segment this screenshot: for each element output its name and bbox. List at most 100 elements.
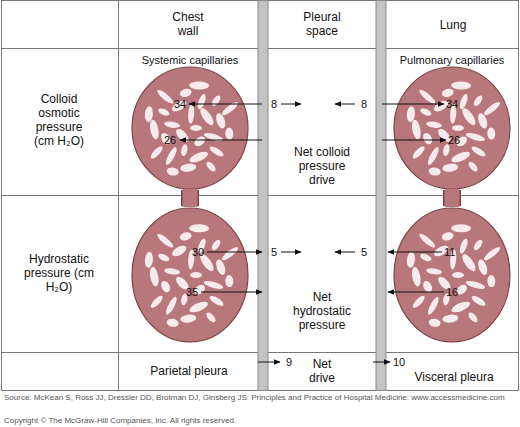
capillary-lumen (452, 125, 464, 131)
capillary-lumen (203, 131, 224, 142)
capillary-lumen (406, 106, 415, 123)
pressure-value: 26 (164, 134, 180, 146)
capillary-lumen (149, 145, 164, 161)
capillary-lumen (188, 299, 210, 314)
capillary-lumen (452, 272, 464, 278)
capillary-lumen (441, 87, 455, 98)
capillary-lumen (189, 224, 209, 232)
capillary-lumen (208, 294, 225, 308)
column-header: Pleural space (294, 10, 350, 38)
capillary-stalk (190, 189, 191, 207)
capillary-lumen (460, 252, 478, 273)
membrane-label: Visceral pleura (390, 370, 518, 384)
net-pressure-label: Net colloid pressure drive (284, 145, 360, 187)
capillary-lumen (193, 134, 207, 148)
capillary-lumen (450, 299, 472, 314)
capillary-lumen (428, 167, 441, 177)
capillary-lumen (190, 125, 202, 131)
capillary-lumen (189, 81, 209, 89)
pressure-value: 16 (446, 286, 462, 298)
capillary-lumen (210, 238, 222, 251)
capillary-lumen (428, 318, 441, 328)
row-header: Hydrostatic pressure (cm H₂O) (10, 252, 108, 294)
pressure-arrow (281, 252, 301, 253)
capillary-lumen (179, 231, 193, 242)
capillary-lumen (210, 94, 222, 107)
copyright-note: Copyright © The McGraw-Hill Companies, I… (4, 416, 516, 426)
capillary-shape (130, 52, 250, 190)
capillary-lumen (470, 294, 487, 308)
capillary-lumen (451, 81, 471, 89)
stalk-lumen (445, 189, 460, 207)
capillary-lumen (465, 279, 486, 290)
capillary-lumen (148, 119, 160, 140)
pressure-arrow (335, 252, 355, 253)
capillary-lumen (467, 311, 479, 324)
capillary-lumen (487, 127, 496, 139)
capillary-heading: Pulmonary capillaries (392, 54, 512, 66)
row-rule (2, 48, 519, 49)
capillary-lumen (225, 127, 234, 139)
pressure-arrow (281, 104, 301, 105)
capillary-lumen (220, 245, 239, 262)
capillary-lumen (214, 258, 227, 276)
capillary-lumen (196, 93, 207, 110)
pleura-membrane (376, 1, 386, 391)
capillary-lumen (470, 145, 487, 159)
column-rule (118, 1, 119, 391)
membrane-label: Parietal pleura (124, 364, 254, 378)
capillary-lumen (166, 167, 179, 177)
pressure-value: 11 (444, 246, 460, 258)
row-rule (2, 195, 519, 196)
capillary-lumen (180, 163, 197, 173)
capillary-lumen (188, 104, 195, 124)
capillary-lumen (156, 232, 175, 249)
net-drive-arrow (373, 362, 390, 363)
capillary-wall (132, 67, 248, 189)
capillary-shape (392, 206, 512, 344)
capillary-lumen (411, 294, 426, 310)
capillary-lumen (157, 107, 170, 117)
capillary-lumen (180, 144, 188, 157)
capillary-lumen (465, 131, 486, 142)
capillary-lumen (149, 294, 164, 310)
capillary-lumen (159, 279, 172, 293)
capillary-lumen (225, 275, 234, 287)
capillary-bed: Systemic capillaries 34 26 (130, 52, 250, 190)
pressure-value: 5 (268, 246, 280, 259)
net-drive-arrow (258, 362, 280, 363)
capillary-lumen (148, 266, 160, 287)
column-header: Lung (423, 18, 483, 32)
stalk-lumen (183, 189, 198, 207)
capillary-lumen (418, 232, 437, 249)
source-note: Source: McKean S, Ross JJ, Dressler DD, … (4, 393, 516, 403)
capillary-heading: Systemic capillaries (130, 54, 250, 66)
capillary-shape (392, 52, 512, 190)
capillary-lumen (482, 100, 501, 117)
capillary-lumen (426, 146, 441, 166)
capillary-wall (394, 208, 510, 342)
pressure-value: 8 (268, 98, 280, 111)
capillary-lumen (208, 145, 225, 159)
capillary-lumen (156, 88, 175, 105)
pressure-value: 34 (174, 98, 190, 110)
capillary-lumen (450, 150, 472, 165)
capillary-lumen (164, 121, 181, 129)
net-drive-value: 10 (391, 356, 407, 369)
capillary-lumen (166, 318, 179, 328)
capillary-lumen (426, 296, 441, 316)
capillary-lumen (164, 267, 181, 275)
capillary-lumen (442, 163, 459, 173)
capillary-lumen (144, 106, 153, 123)
pressure-arrow (335, 104, 355, 105)
pressure-value: 26 (448, 134, 464, 146)
capillary-shape (130, 206, 250, 344)
stalk-wall (443, 190, 461, 206)
row-rule (2, 352, 519, 353)
row-header: Colloid osmotic pressure (cm H₂O) (29, 92, 89, 148)
capillary-bed: Pulmonary capillaries3426 (392, 52, 512, 190)
capillary-lumen (410, 266, 422, 287)
capillary-lumen (164, 146, 179, 166)
capillary-lumen (476, 258, 489, 276)
capillary-lumen (164, 296, 179, 316)
